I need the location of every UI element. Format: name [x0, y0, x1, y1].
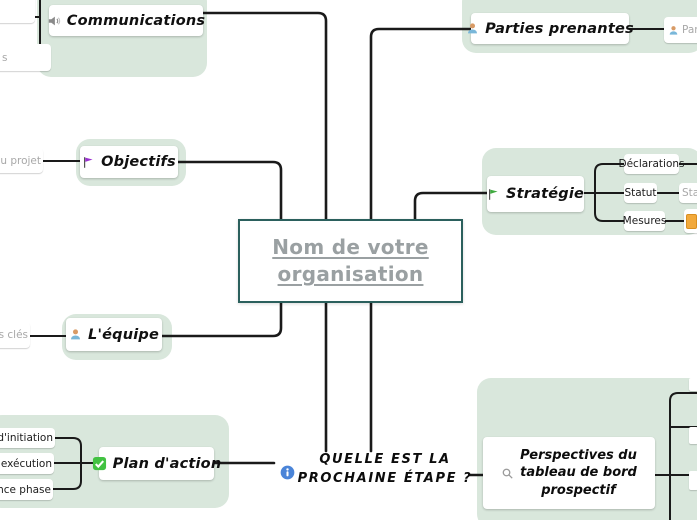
question-line2: PROCHAINE ÉTAPE ? — [297, 470, 473, 486]
person-icon — [668, 25, 679, 36]
subtopic-label: Mesures — [622, 215, 667, 227]
topic-label: Perspectives du tableau de bord prospect… — [520, 447, 637, 498]
subtopic-label: Déclarations — [618, 158, 685, 170]
topic-communications[interactable]: Communications — [47, 5, 206, 36]
subtopic-label: Sta — [682, 187, 697, 199]
central-topic-line1: Nom de votre — [272, 235, 429, 259]
topic-label: Objectifs — [101, 154, 176, 170]
central-topic-line2: organisation — [277, 262, 424, 286]
checkbox-icon — [92, 456, 107, 471]
subtopic-statut[interactable]: Statut — [624, 183, 657, 203]
topic-equipe[interactable]: L'équipe — [66, 318, 162, 351]
subtopic-label: du projet — [0, 154, 41, 167]
subtopic-mesures[interactable]: Mesures — [622, 211, 667, 231]
subtopic-label: s — [2, 51, 8, 64]
subtopic-label: e d'exécution — [0, 457, 52, 470]
chart-orange-icon — [686, 213, 697, 229]
subtopic-partial-second[interactable]: s — [0, 44, 51, 71]
topic-label: Stratégie — [505, 186, 585, 202]
edge-objectifs-center — [173, 160, 283, 222]
subtopic-label: Statut — [624, 187, 657, 199]
subtopic-mesures-partial[interactable] — [684, 209, 697, 233]
subtopic-projet-partial[interactable]: du projet — [0, 148, 43, 173]
topic-perspectives[interactable]: Perspectives du tableau de bord prospect… — [483, 437, 655, 509]
search-icon — [501, 467, 514, 480]
person-icon — [466, 22, 479, 35]
edge-parties-center — [369, 27, 477, 222]
speaker-icon — [47, 14, 61, 28]
edge-equipe-center — [156, 296, 283, 338]
topic-parties-prenantes[interactable]: Parties prenantes — [468, 13, 634, 44]
topic-label: Parties prenantes — [485, 20, 634, 37]
subtopic-initiation[interactable]: se d'initiation — [0, 428, 55, 448]
person-icon — [69, 328, 82, 341]
question-line1: QUELLE EST LA — [319, 452, 451, 467]
subtopic-label: se d'initiation — [0, 432, 53, 444]
subtopic-partial-top[interactable] — [0, 0, 35, 23]
edge-strategie-center — [413, 191, 494, 222]
topic-prochaine-etape[interactable]: QUELLE EST LA PROCHAINE ÉTAPE ? — [296, 451, 474, 489]
subtopic-partial-right-3[interactable] — [689, 471, 697, 490]
subtopic-label: enance phase — [0, 483, 51, 496]
subtopic-partial-right-1[interactable] — [689, 378, 697, 391]
topic-label: Communications — [66, 12, 206, 29]
subtopic-execution[interactable]: e d'exécution — [0, 453, 54, 474]
topic-parties-partial[interactable]: Par — [664, 17, 697, 43]
topic-objectifs[interactable]: Objectifs — [80, 146, 178, 178]
subtopic-label: es clés — [0, 329, 28, 341]
subtopic-maintenance[interactable]: enance phase — [0, 479, 53, 500]
edge-communications-center — [198, 11, 328, 222]
topic-plan-action[interactable]: Plan d'action — [92, 447, 221, 480]
topic-label: L'équipe — [88, 326, 159, 343]
flag-green-icon — [487, 188, 500, 201]
topic-label: Plan d'action — [112, 455, 222, 472]
topic-label: Par — [682, 24, 697, 36]
subtopic-partial-right-2[interactable] — [689, 427, 697, 444]
topic-strategie[interactable]: Stratégie — [487, 176, 584, 212]
subtopic-statut-partial[interactable]: Sta — [679, 183, 697, 203]
subtopic-cles-partial[interactable]: es clés — [0, 322, 30, 348]
flag-purple-icon — [82, 156, 95, 169]
subtopic-declarations[interactable]: Déclarations — [619, 154, 685, 174]
central-topic[interactable]: Nom de votre organisation — [238, 219, 463, 303]
info-icon[interactable] — [280, 465, 295, 480]
